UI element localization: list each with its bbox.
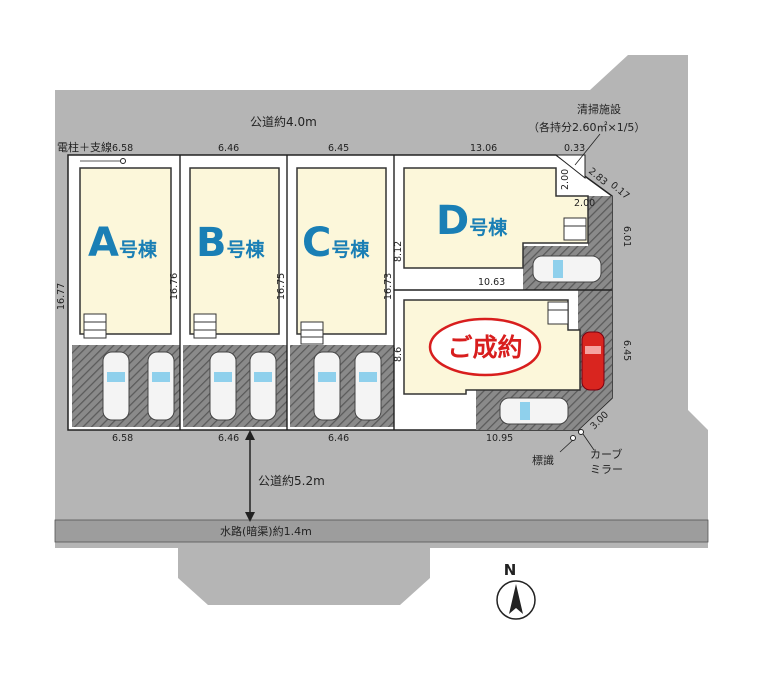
- pole-label: 電柱＋支線: [57, 140, 112, 154]
- svg-text:6.46: 6.46: [218, 143, 239, 154]
- sold-badge: [428, 317, 542, 377]
- waterway-label: 水路(暗渠)約1.4m: [220, 524, 312, 538]
- mirror-icon: [578, 429, 584, 435]
- sign-icon: [570, 435, 576, 441]
- house-a: [79, 167, 172, 335]
- svg-text:6.58: 6.58: [112, 143, 133, 154]
- cleaning-facility-label-1: 清掃施設: [577, 102, 621, 116]
- svg-text:13.06: 13.06: [470, 143, 497, 154]
- cleaning-facility-area: [554, 154, 586, 180]
- lot-c-letter: C: [302, 220, 331, 266]
- svg-text:6.46: 6.46: [328, 433, 349, 444]
- svg-text:16.73: 16.73: [383, 273, 394, 300]
- svg-text:6.45: 6.45: [328, 143, 349, 154]
- svg-text:10.63: 10.63: [478, 277, 505, 288]
- mirror-label-1: カーブ: [590, 447, 622, 461]
- svg-text:A号棟: A号棟: [88, 220, 158, 266]
- svg-text:10.95: 10.95: [486, 433, 513, 444]
- svg-text:0.33: 0.33: [564, 143, 585, 154]
- cars: [102, 255, 602, 425]
- lot-d-letter: D: [436, 198, 469, 244]
- svg-text:6.58: 6.58: [112, 433, 133, 444]
- svg-text:B号棟: B号棟: [196, 220, 266, 266]
- road-south-label: 公道約5.2m: [258, 473, 325, 488]
- mirror-label-2: ミラー: [590, 463, 623, 476]
- svg-text:C号棟: C号棟: [302, 220, 370, 266]
- red-car: [581, 331, 605, 391]
- lot-d-suffix: 号棟: [469, 216, 508, 239]
- lot-c-suffix: 号棟: [331, 238, 370, 261]
- svg-text:6.46: 6.46: [218, 433, 239, 444]
- svg-text:2.00: 2.00: [574, 198, 595, 209]
- house-b: [189, 167, 280, 335]
- svg-text:6.45: 6.45: [621, 340, 632, 361]
- svg-text:6.01: 6.01: [621, 226, 632, 247]
- svg-text:2.00: 2.00: [560, 169, 571, 190]
- pole-icon: [120, 158, 126, 164]
- svg-text:D号棟: D号棟: [436, 198, 508, 244]
- lot-b-suffix: 号棟: [227, 238, 266, 261]
- cleaning-facility-label-2: （各持分2.60㎡×1/5）: [528, 120, 645, 134]
- svg-text:16.75: 16.75: [276, 273, 287, 300]
- waterway-strip: [54, 519, 709, 543]
- road-north-label: 公道約4.0m: [250, 114, 317, 129]
- house-d: [403, 167, 589, 269]
- lot-a-suffix: 号棟: [119, 238, 158, 261]
- sign-label: 標識: [532, 453, 554, 467]
- lot-b-letter: B: [196, 220, 227, 266]
- lot-a-letter: A: [88, 220, 119, 266]
- house-c: [296, 167, 387, 335]
- wedge-d: [588, 196, 612, 246]
- compass-label: N: [504, 561, 517, 579]
- sold-label: ご成約: [447, 333, 522, 362]
- svg-text:16.77: 16.77: [56, 283, 67, 310]
- svg-text:8.12: 8.12: [393, 241, 404, 262]
- svg-text:16.76: 16.76: [169, 273, 180, 300]
- svg-text:8.6: 8.6: [393, 347, 404, 362]
